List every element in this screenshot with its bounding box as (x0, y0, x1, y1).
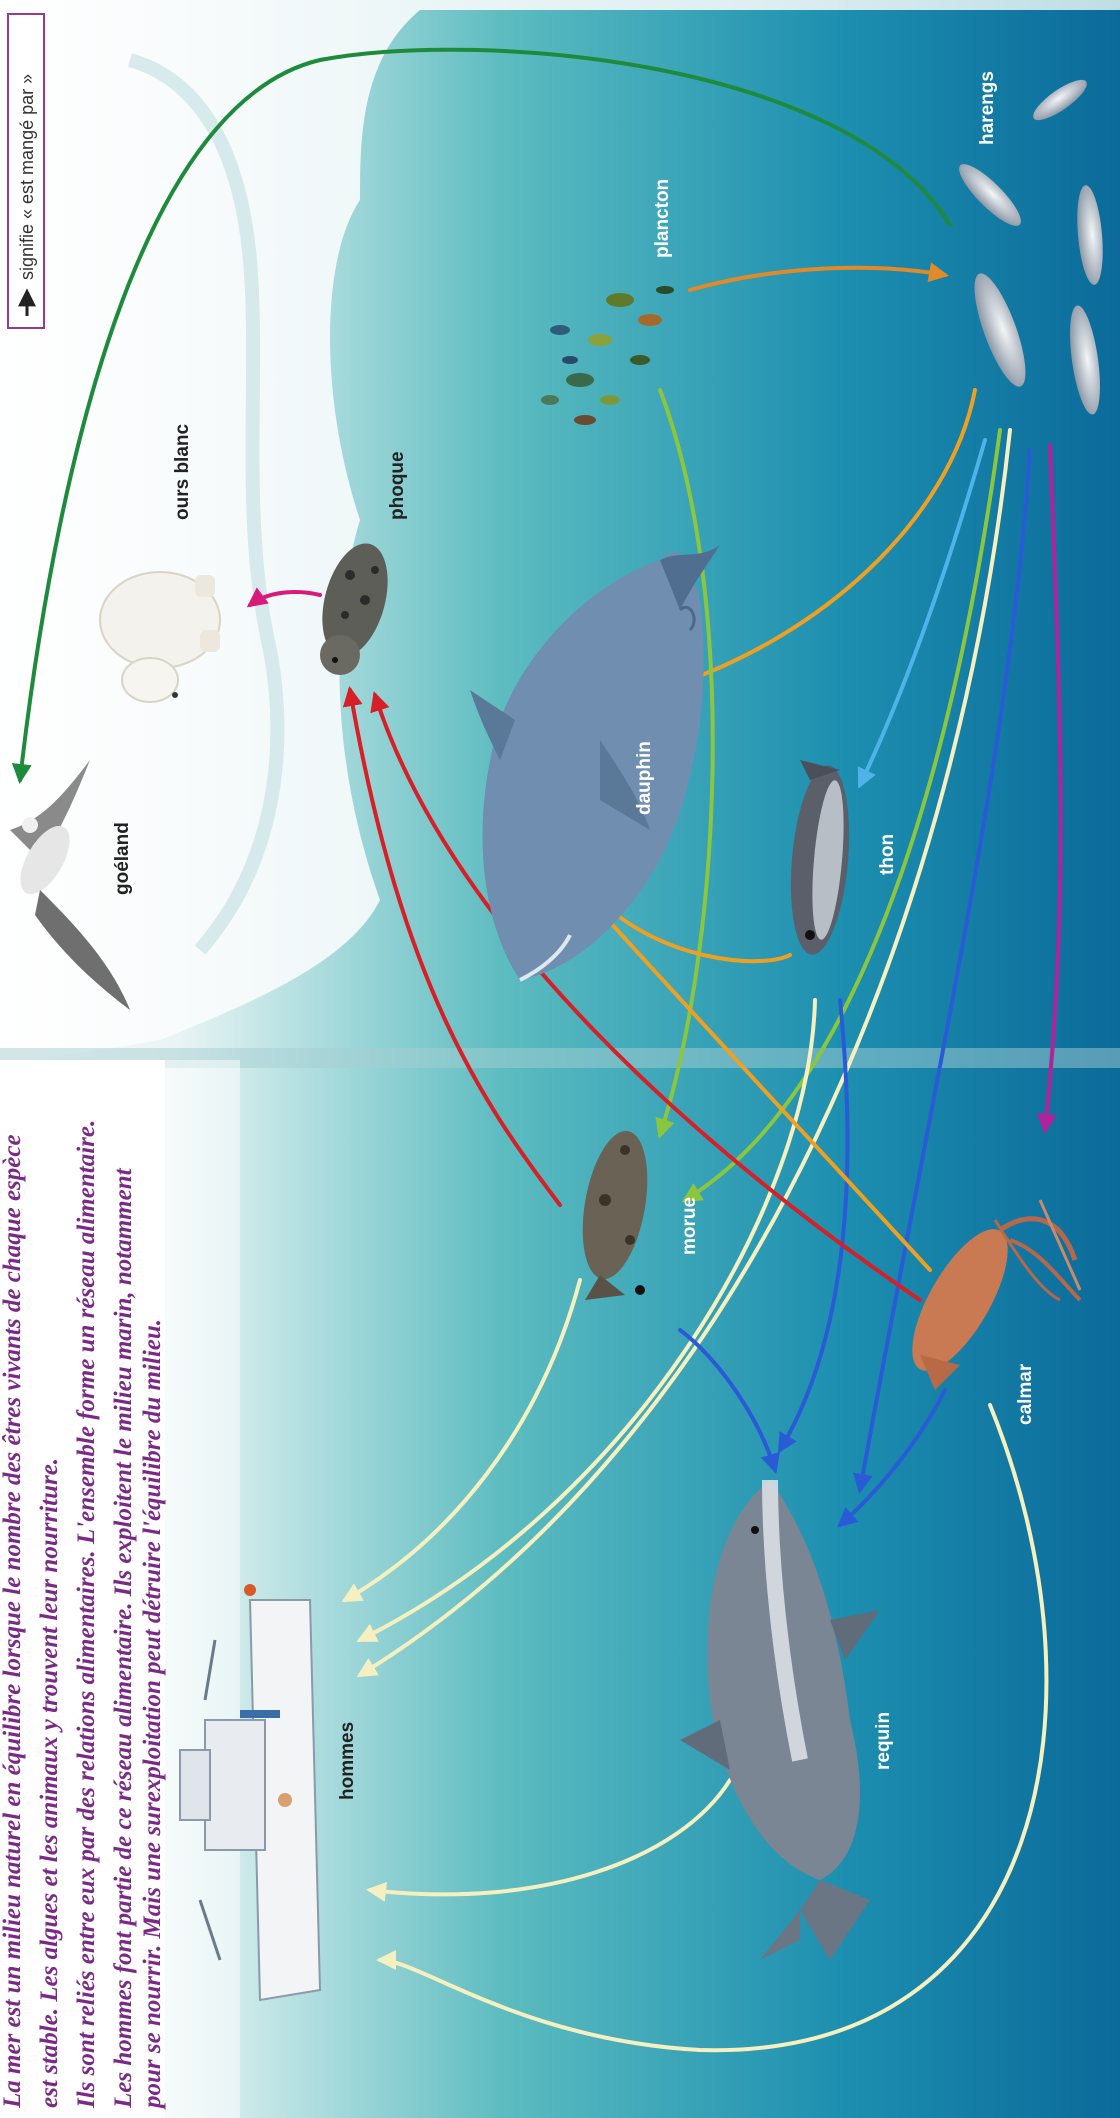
caption-line-1: La mer est un milieu naturel en équilibr… (0, 1134, 26, 2109)
caption-line-4: Les hommes font partie de ce réseau alim… (110, 1167, 137, 2109)
label-dauphin: dauphin (634, 741, 655, 815)
caption-fade (165, 1060, 240, 2118)
label-morue: morue (679, 1197, 700, 1255)
label-requin: requin (873, 1712, 894, 1770)
caption-line-3: Ils sont reliés entre eux par des relati… (73, 1120, 100, 2109)
label-plancton: plancton (652, 179, 673, 258)
legend-text: signifie « est mangé par » (17, 74, 37, 280)
label-phoque: phoque (387, 451, 408, 520)
label-hommes: hommes (337, 1722, 358, 1800)
label-ours-blanc: ours blanc (172, 423, 193, 520)
legend: signifie « est mangé par » (8, 14, 44, 328)
label-thon: thon (877, 834, 898, 875)
label-goeland: goéland (112, 822, 133, 895)
caption-line-5: pour se nourrir. Mais une surexploitatio… (139, 1319, 166, 2110)
label-harengs: harengs (977, 71, 998, 145)
caption-line-2: est stable. Les algues et les animaux y … (36, 1458, 63, 2108)
label-calmar: calmar (1015, 1363, 1036, 1425)
